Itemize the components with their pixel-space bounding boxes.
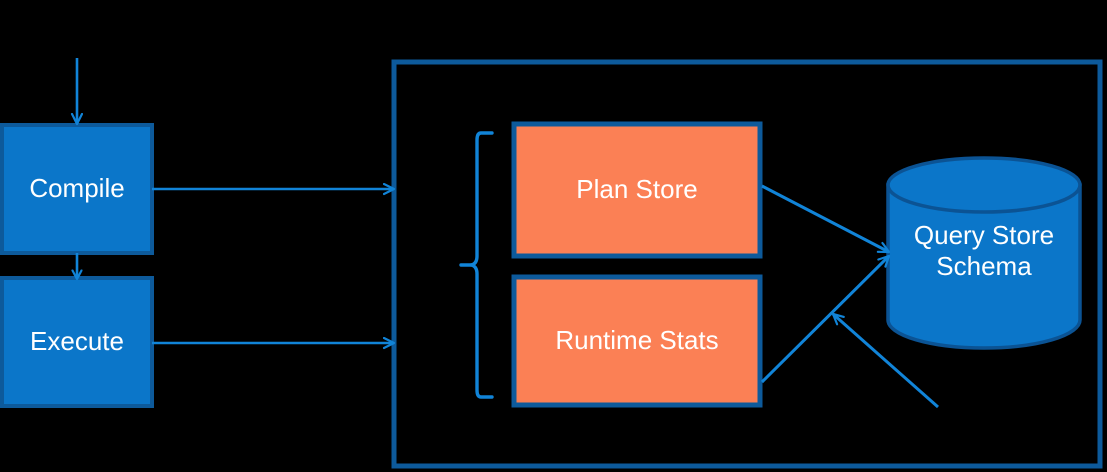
runtime-stats-box[interactable] bbox=[511, 274, 763, 408]
compile-box[interactable] bbox=[0, 123, 154, 255]
external-to-schema-arrow bbox=[833, 312, 939, 409]
plan-store-box[interactable] bbox=[511, 121, 763, 259]
query-store-schema-cylinder[interactable] bbox=[886, 156, 1082, 350]
grouping-bracket bbox=[459, 131, 494, 399]
runtime-stats-to-schema-arrow bbox=[760, 256, 889, 384]
execute-box[interactable] bbox=[0, 276, 154, 408]
query-store-boundary bbox=[391, 59, 1103, 469]
plan-store-to-schema-arrow bbox=[761, 184, 889, 254]
